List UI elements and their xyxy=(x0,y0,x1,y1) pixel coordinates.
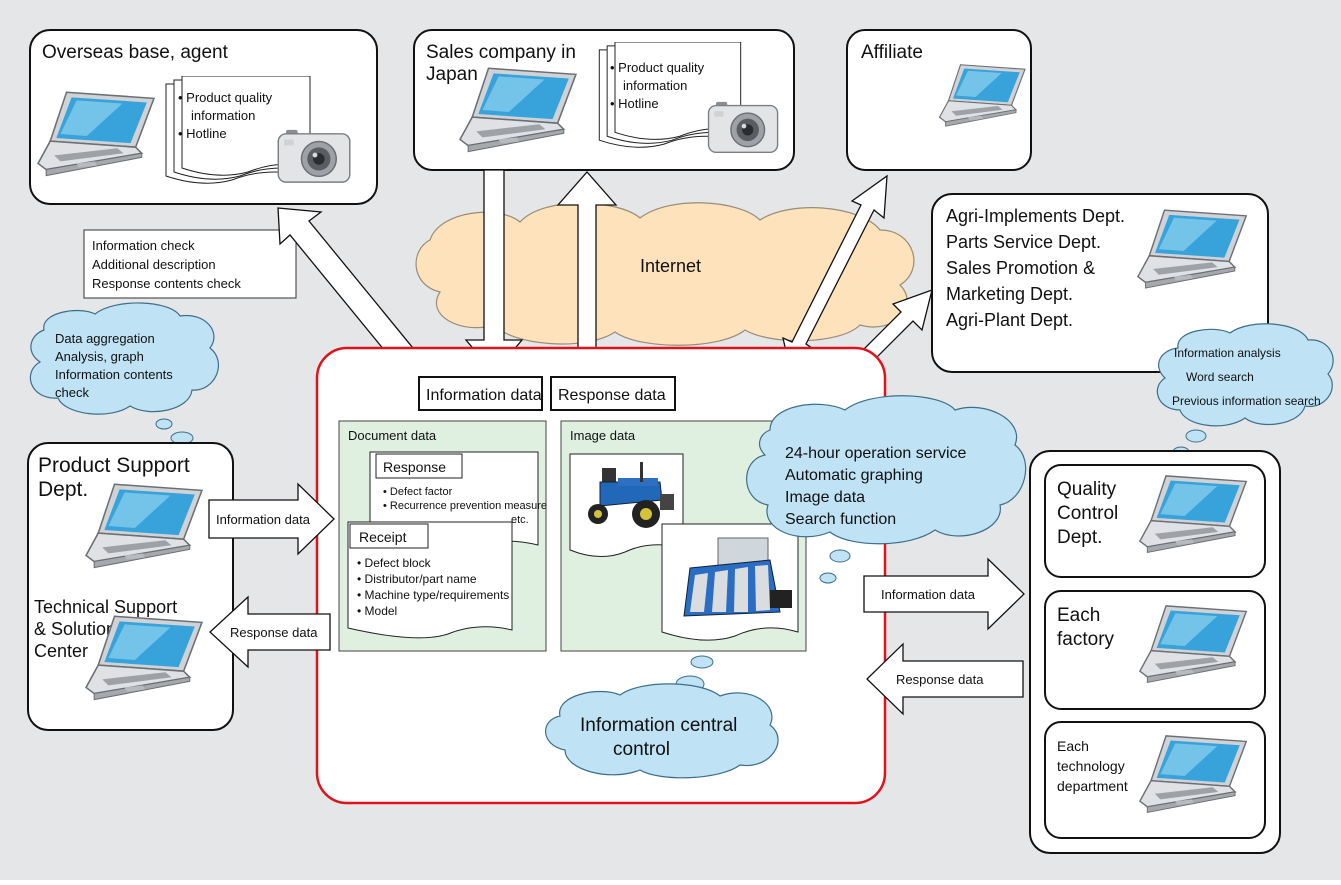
arrow-left-information: Information data xyxy=(208,482,335,556)
arrow-right-response: Response data xyxy=(866,642,1024,716)
image-data-panel: Image data xyxy=(560,420,807,652)
response-doc-item-3: etc. xyxy=(511,514,529,526)
tech-support-line-3: Center xyxy=(34,641,88,661)
arrow-left-response: Response data xyxy=(209,595,331,669)
feature-line-4: Search function xyxy=(785,511,896,528)
product-support-title-2: Dept. xyxy=(38,478,88,501)
response-doc-title: Response xyxy=(383,459,446,475)
central-bubble-line-2: control xyxy=(613,739,670,760)
aggregation-line-2: Analysis, graph xyxy=(55,349,144,364)
analysis-line-3: Previous information search xyxy=(1172,394,1321,408)
response-doc-item-1: • Defect factor xyxy=(383,486,453,498)
image-data-title: Image data xyxy=(570,428,636,443)
tech-dept-line-3: department xyxy=(1057,778,1128,794)
aggregation-bubble: Data aggregation Analysis, graph Informa… xyxy=(29,302,220,445)
svg-text:Information data: Information data xyxy=(426,387,542,404)
svg-text:Information data: Information data xyxy=(216,512,311,527)
dept-line-1: Agri-Implements Dept. xyxy=(946,206,1125,226)
qc-line-2: Control xyxy=(1057,503,1118,524)
aggregation-line-3: Information contents xyxy=(55,367,173,382)
info-check-line-3: Response contents check xyxy=(92,276,241,291)
overseas-title: Overseas base, agent xyxy=(42,42,229,63)
feature-line-2: Automatic graphing xyxy=(785,467,923,484)
svg-text:Response data: Response data xyxy=(896,672,984,687)
info-check-box: Information check Additional description… xyxy=(83,229,297,299)
harvester-image xyxy=(661,523,799,641)
central-info-data-label: Information data xyxy=(418,376,543,411)
product-support-title-1: Product Support xyxy=(38,454,190,477)
analysis-line-2: Word search xyxy=(1186,370,1254,384)
departments-box: Agri-Implements Dept. Parts Service Dept… xyxy=(931,193,1269,373)
central-response-data-label: Response data xyxy=(550,376,676,411)
analysis-line-1: Information analysis xyxy=(1174,346,1281,360)
features-bubble: 24-hour operation service Automatic grap… xyxy=(746,395,1027,584)
dept-line-4: Marketing Dept. xyxy=(946,284,1073,304)
info-check-line-1: Information check xyxy=(92,238,195,253)
svg-text:Response data: Response data xyxy=(230,625,318,640)
overseas-doc-item-1: • Product quality xyxy=(178,90,273,105)
overseas-box: Overseas base, agent • Product quality i… xyxy=(29,29,378,205)
sales-japan-title-1: Sales company in xyxy=(426,42,576,63)
sales-japan-camera-icon xyxy=(707,101,779,153)
central-bubble-line-1: Information central xyxy=(580,715,737,736)
affiliate-title: Affiliate xyxy=(861,42,923,63)
dept-line-3: Sales Promotion & xyxy=(946,258,1095,278)
dept-line-2: Parts Service Dept. xyxy=(946,232,1101,252)
receipt-doc-item-3: • Machine type/requirements xyxy=(357,588,509,602)
arrow-sales-up xyxy=(556,171,618,373)
factory-line-2: factory xyxy=(1057,629,1115,650)
tech-support-line-1: Technical Support xyxy=(34,597,177,617)
tech-dept-line-1: Each xyxy=(1057,738,1089,754)
document-data-panel: Document data Response • Defect factor •… xyxy=(338,420,547,652)
sales-japan-title-2: Japan xyxy=(426,64,478,85)
overseas-doc-item-2: information xyxy=(191,108,255,123)
overseas-camera-icon xyxy=(277,129,351,183)
sales-japan-doc-item-3: • Hotline xyxy=(610,96,659,111)
receipt-doc-item-4: • Model xyxy=(357,604,397,618)
svg-text:Information data: Information data xyxy=(881,587,976,602)
dept-line-5: Agri-Plant Dept. xyxy=(946,310,1073,330)
product-support-box: Product Support Dept. Technical Support … xyxy=(27,442,234,731)
sales-japan-doc-item-2: information xyxy=(623,78,687,93)
receipt-doc-title: Receipt xyxy=(359,529,407,545)
factory-line-1: Each xyxy=(1057,605,1100,626)
internet-label: Internet xyxy=(640,256,701,276)
overseas-doc-item-3: • Hotline xyxy=(178,126,227,141)
response-doc-item-2: • Recurrence prevention measure xyxy=(383,500,547,512)
central-control-bubble: Information central control xyxy=(545,655,779,779)
feature-line-1: 24-hour operation service xyxy=(785,445,967,462)
receipt-doc-item-2: • Distributor/part name xyxy=(357,572,477,586)
aggregation-line-4: check xyxy=(55,385,89,400)
qc-line-1: Quality xyxy=(1057,479,1117,500)
document-data-title: Document data xyxy=(348,428,437,443)
info-check-line-2: Additional description xyxy=(92,257,216,272)
right-group-box: Quality Control Dept. Each factory Each … xyxy=(1029,450,1281,854)
qc-line-3: Dept. xyxy=(1057,527,1102,548)
sales-japan-doc-item-1: • Product quality xyxy=(610,60,705,75)
arrow-right-information: Information data xyxy=(863,557,1025,631)
tech-dept-line-2: technology xyxy=(1057,758,1125,774)
affiliate-box: Affiliate xyxy=(846,29,1032,171)
aggregation-line-1: Data aggregation xyxy=(55,331,155,346)
tractor-image xyxy=(569,453,684,557)
receipt-doc-item-1: • Defect block xyxy=(357,556,432,570)
feature-line-3: Image data xyxy=(785,489,865,506)
tech-support-line-2: & Solution xyxy=(34,619,116,639)
svg-text:Response data: Response data xyxy=(558,387,666,404)
sales-japan-box: Sales company in Japan • Product quality… xyxy=(413,29,795,171)
